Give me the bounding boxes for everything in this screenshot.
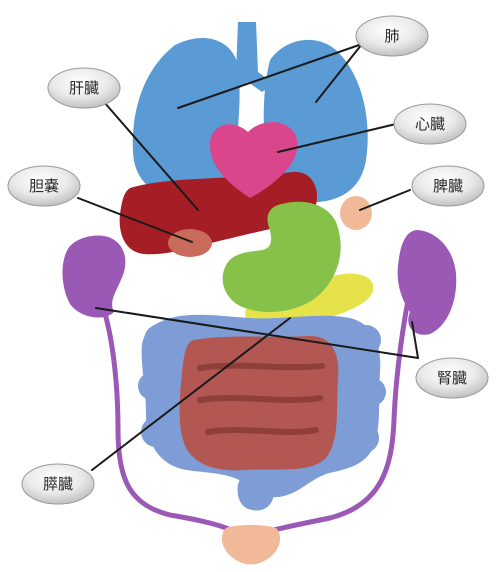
label-kidney-text: 腎臓	[437, 369, 467, 387]
colon-bump	[358, 378, 386, 406]
colon-bump	[138, 372, 166, 400]
label-liver-text: 肝臓	[69, 79, 99, 97]
label-gallbladder-text: 胆嚢	[29, 177, 59, 195]
label-spleen-text: 脾臓	[433, 177, 463, 195]
colon-bump	[349, 423, 379, 453]
colon-bump	[144, 324, 176, 356]
label-pancreas: 膵臓	[22, 464, 94, 504]
label-lung: 肺	[356, 16, 428, 56]
gallbladder	[168, 229, 212, 257]
spleen	[340, 196, 372, 230]
label-kidney: 腎臓	[416, 358, 488, 398]
label-lung-text: 肺	[384, 27, 399, 45]
kidney-left	[63, 235, 126, 317]
bladder	[222, 525, 280, 565]
intestine-fold	[200, 366, 322, 368]
small-intestine	[180, 336, 339, 470]
label-gallbladder: 胆嚢	[8, 166, 80, 206]
label-heart: 心臓	[394, 104, 466, 144]
label-pancreas-text: 膵臓	[43, 475, 73, 493]
intestine-fold	[200, 398, 320, 400]
label-spleen: 脾臓	[412, 166, 484, 206]
label-heart-text: 心臓	[415, 115, 445, 133]
leader-spleen	[360, 190, 410, 210]
intestine-fold	[208, 430, 316, 432]
label-liver: 肝臓	[48, 68, 120, 108]
